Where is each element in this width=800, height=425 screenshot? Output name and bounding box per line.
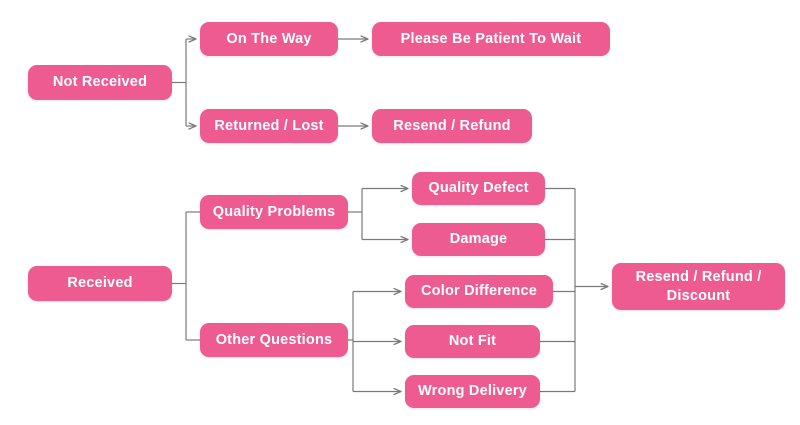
node-returned-lost[interactable]: Returned / Lost [200,109,338,143]
node-wrong-delivery[interactable]: Wrong Delivery [405,375,540,408]
node-please-be-patient-to-wait[interactable]: Please Be Patient To Wait [372,22,610,56]
node-resend-refund[interactable]: Resend / Refund [372,109,532,143]
node-resend-refund-discount[interactable]: Resend / Refund / Discount [612,263,785,310]
node-not-fit[interactable]: Not Fit [405,325,540,358]
node-color-difference[interactable]: Color Difference [405,275,553,308]
node-damage[interactable]: Damage [412,223,545,256]
node-quality-defect[interactable]: Quality Defect [412,172,545,205]
node-on-the-way[interactable]: On The Way [200,22,338,56]
node-other-questions[interactable]: Other Questions [200,323,348,357]
node-quality-problems[interactable]: Quality Problems [200,195,348,229]
node-not-received[interactable]: Not Received [28,65,172,100]
node-received[interactable]: Received [28,266,172,301]
